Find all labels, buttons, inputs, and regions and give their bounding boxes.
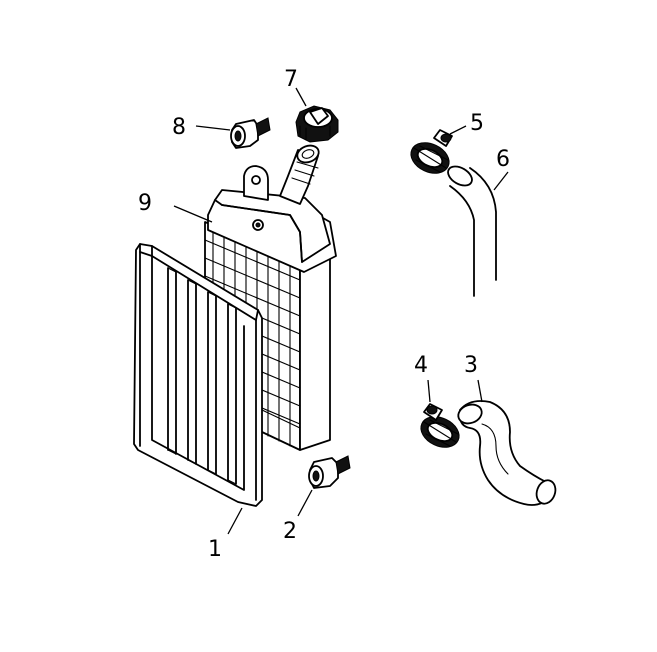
callout-5: 5 [470,111,484,136]
radiator-cap [295,105,339,143]
callout-1: 1 [208,537,222,562]
radiator-core-side [299,249,331,451]
mount-bushing-upper [230,117,271,149]
callout-8: 8 [172,115,186,140]
frame-guard [133,243,263,507]
leader-lines [173,87,509,535]
lower-hose-clamp [420,403,460,448]
callout-2: 2 [283,519,297,544]
callout-7: 7 [284,67,298,92]
mount-bushing-lower [308,455,351,489]
upper-hose-clamp [410,129,453,174]
callout-labels: 1 2 3 4 5 6 7 8 9 [138,67,510,562]
callout-6: 6 [496,147,510,172]
callout-3: 3 [464,353,478,378]
lower-hose [457,400,557,506]
callout-4: 4 [414,353,428,378]
callout-9: 9 [138,191,152,216]
upper-hose [447,165,497,297]
guard-outer [133,243,263,507]
